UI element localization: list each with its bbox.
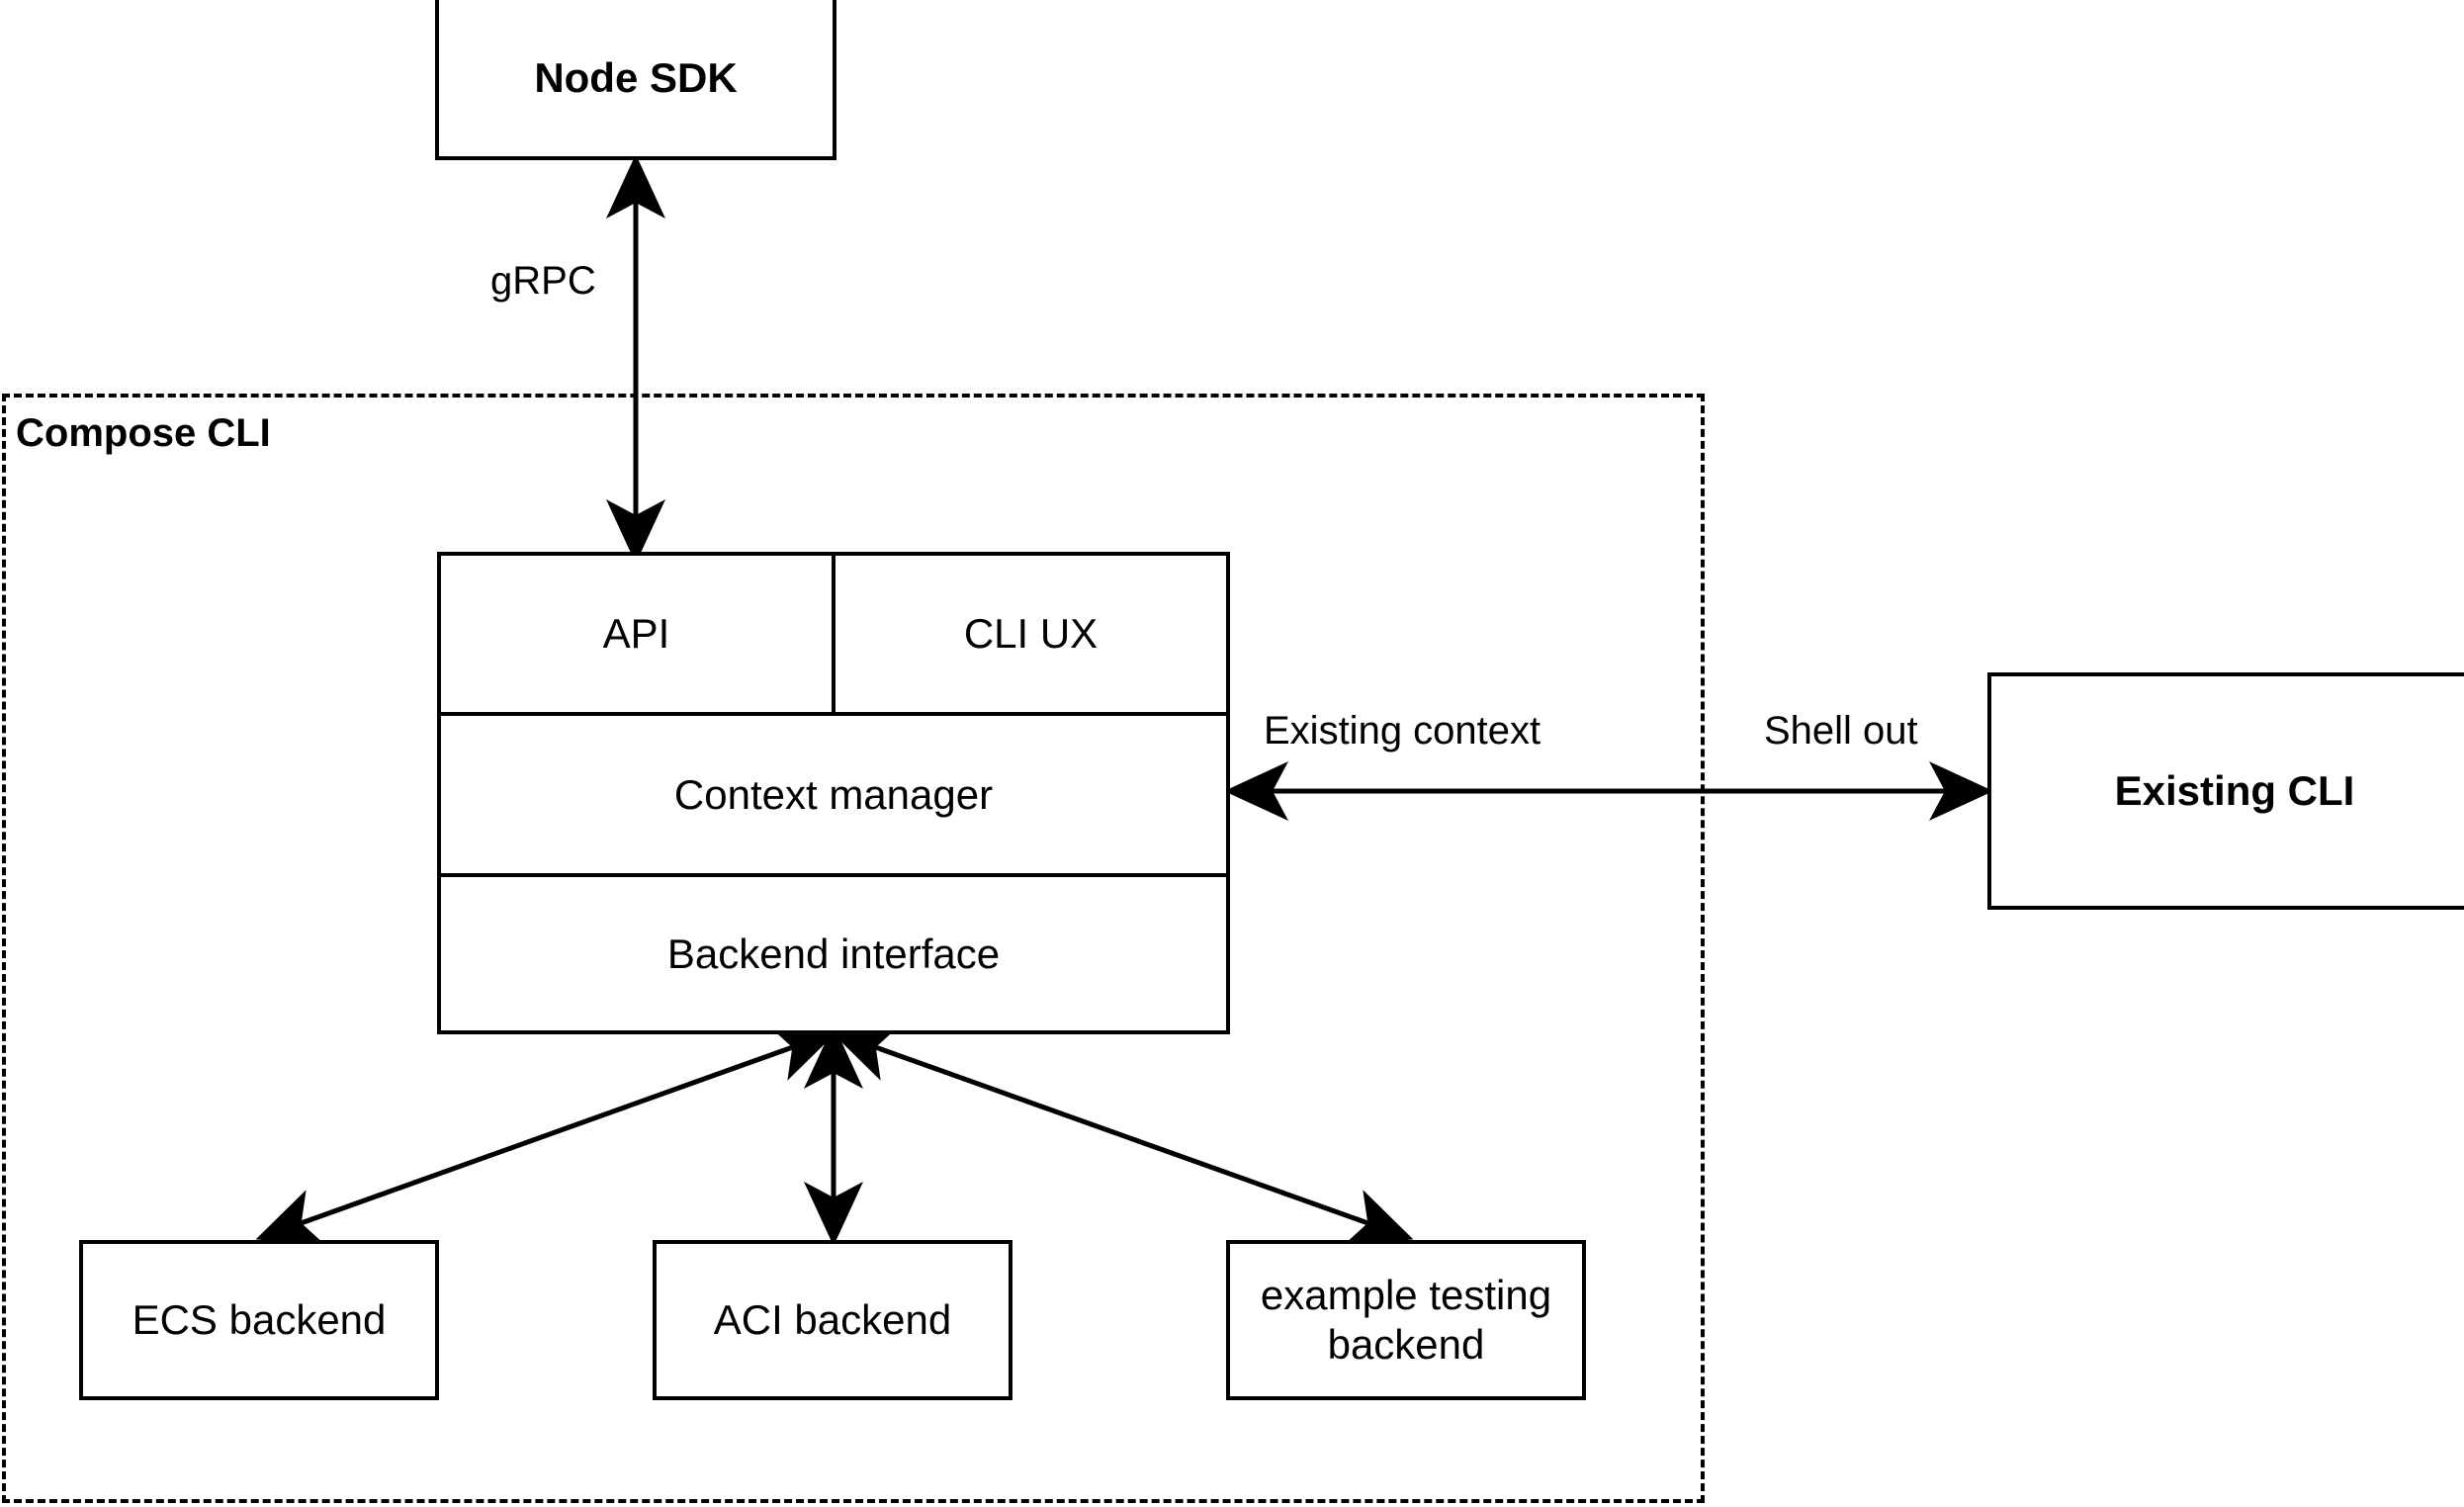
edge-label-shell-out: Shell out [1758,709,1924,754]
node-ecs-backend-label: ECS backend [132,1296,387,1344]
stack-cell-api[interactable]: API [441,556,836,712]
stack-cell-cli-ux[interactable]: CLI UX [836,556,1226,712]
node-existing-cli[interactable]: Existing CLI [1987,672,2464,910]
node-node-sdk-label: Node SDK [534,54,738,102]
stack-cell-context-manager: Context manager [441,716,1226,873]
node-node-sdk[interactable]: Node SDK [435,0,836,160]
edge-label-grpc: gRPC [484,259,602,304]
group-compose-cli [2,394,1705,1503]
edge-backend-ecs-line [255,1024,838,1246]
compose-cli-stack: API CLI UX Context manager Backend inter… [437,552,1230,1034]
stack-row-context-manager[interactable]: Context manager [441,716,1226,877]
stack-cell-cli-ux-label: CLI UX [963,610,1099,657]
node-example-testing-backend-label: example testing backend [1260,1272,1552,1368]
stack-cell-backend-interface-label: Backend interface [666,930,1001,977]
node-ecs-backend[interactable]: ECS backend [79,1240,439,1400]
node-aci-backend[interactable]: ACI backend [653,1240,1012,1400]
group-compose-cli-title: Compose CLI [16,411,271,455]
stack-row-backend-interface[interactable]: Backend interface [441,877,1226,1030]
node-existing-cli-label: Existing CLI [2114,767,2355,815]
stack-cell-context-manager-label: Context manager [673,770,994,818]
edge-label-existing-context: Existing context [1258,709,1547,754]
node-example-testing-backend[interactable]: example testing backend [1226,1240,1586,1400]
stack-cell-backend-interface: Backend interface [441,877,1226,1030]
stack-row-api-cliux: API CLI UX [441,556,1226,716]
edge-backend-example-line [830,1024,1414,1246]
node-aci-backend-label: ACI backend [713,1296,952,1344]
stack-cell-api-label: API [602,610,670,657]
